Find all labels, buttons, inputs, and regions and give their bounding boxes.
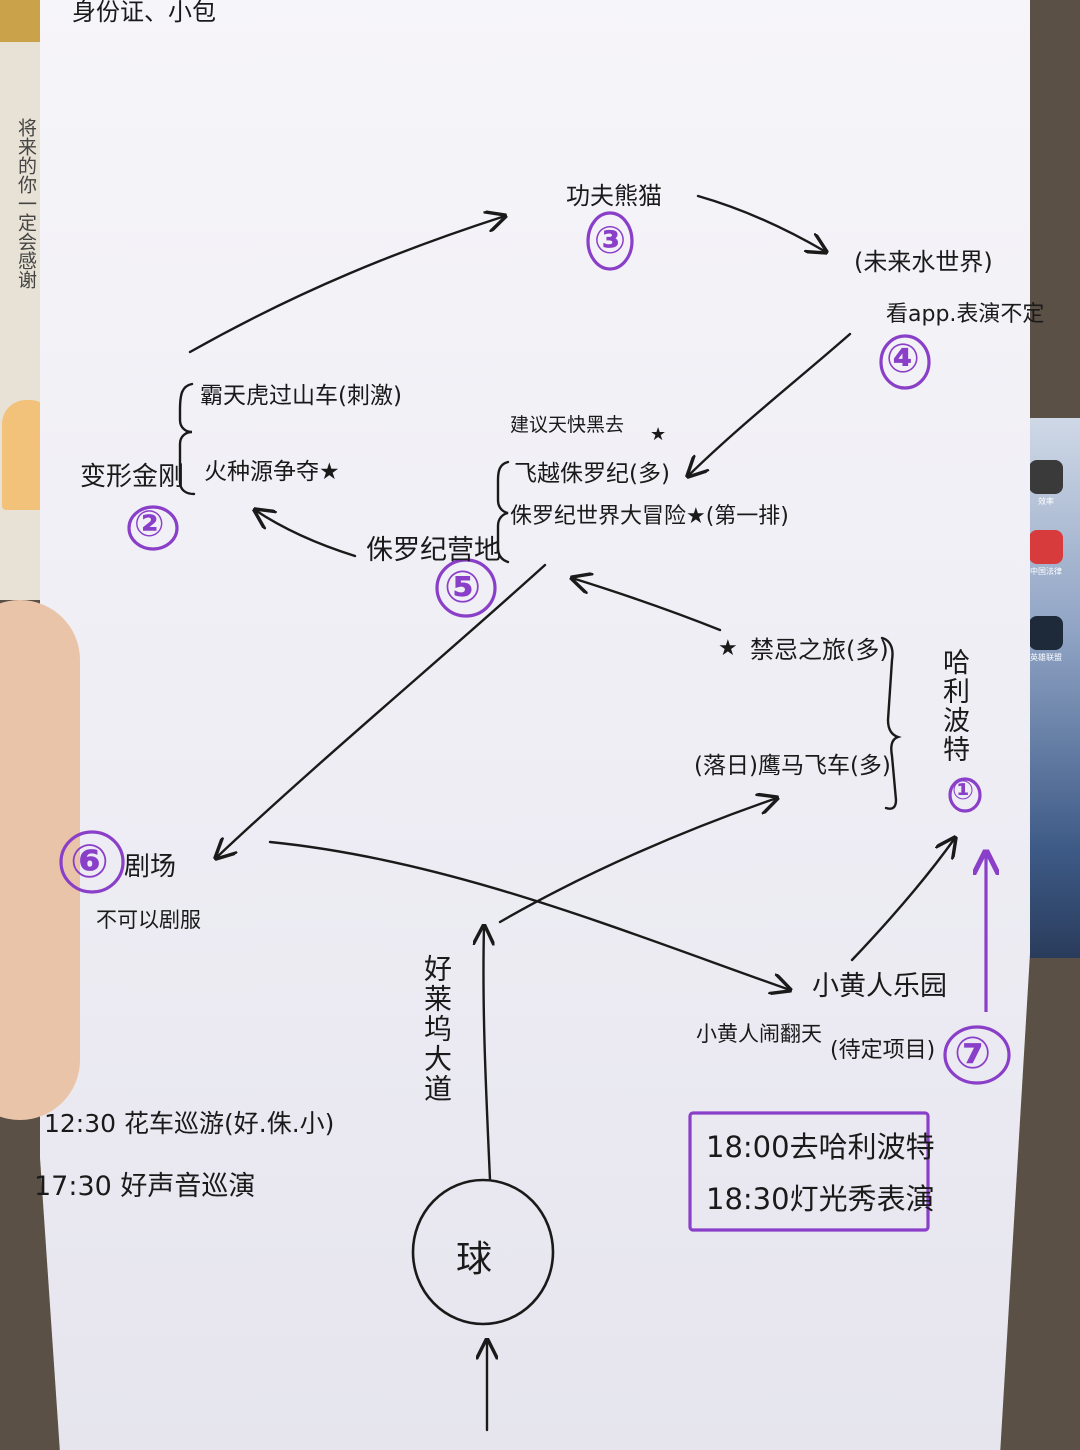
frame-caption: 将来的你一定会感谢 xyxy=(15,118,37,289)
brace-hp xyxy=(880,636,902,810)
parade-schedule: 12:30 花车巡游(好.侏.小) xyxy=(44,1109,335,1138)
node-transformers: 变形金刚 xyxy=(80,462,185,492)
circle-num-1 xyxy=(948,777,982,813)
ride-allspark: 火种源争夺★ xyxy=(204,459,340,485)
minion-pending: (待定项目) xyxy=(830,1038,936,1063)
node-minion-land: 小黄人乐园 xyxy=(812,971,947,1002)
top-note: 身份证、小包 xyxy=(72,0,216,26)
app-law-icon xyxy=(1029,530,1063,564)
voice-show-schedule: 17:30 好声音巡演 xyxy=(34,1171,256,1202)
ride-decepticoaster: 霸天虎过山车(刺激) xyxy=(200,383,402,409)
brace-transformers xyxy=(178,382,196,496)
app-efficiency: 效率 xyxy=(1028,460,1064,507)
hollywood-avenue: 好莱坞大道 xyxy=(420,954,453,1104)
node-kungfu-panda: 功夫熊猫 xyxy=(566,182,662,210)
arrow-4-to-5 xyxy=(688,332,852,476)
arrow-6-to-7 xyxy=(268,840,790,990)
ride-forbidden-journey: 禁忌之旅(多) xyxy=(750,636,889,664)
node-waterworld: (未来水世界) xyxy=(854,248,993,276)
lightshow-time: 18:30灯光秀表演 xyxy=(706,1182,935,1216)
node-2-number: ② xyxy=(134,504,165,545)
arrow-globe-up xyxy=(483,926,490,1182)
tablet-screen: 效率 中国法律 英雄联盟 xyxy=(1020,418,1080,958)
globe-label: 球 xyxy=(456,1239,493,1280)
node-1-number: ① xyxy=(952,776,975,806)
node-4-number: ④ xyxy=(886,336,920,382)
globe-circle xyxy=(411,1178,555,1326)
node-jurassic-camp: 侏罗纪营地 xyxy=(366,535,501,566)
paper-sheet xyxy=(40,0,1030,1450)
circle-num-4 xyxy=(879,334,931,390)
circle-num-5 xyxy=(435,558,497,618)
circle-num-7 xyxy=(943,1025,1011,1085)
circle-num-3 xyxy=(586,211,634,271)
node-5-number: ⑤ xyxy=(444,562,482,613)
arrow-hp-to-5 xyxy=(572,578,722,632)
star-mark: ★ xyxy=(650,424,667,445)
app-lol: 英雄联盟 xyxy=(1028,616,1064,663)
ride-flying-jurassic: 飞越侏罗纪(多) xyxy=(514,461,670,487)
minion-note: 小黄人闹翻天 xyxy=(696,1022,822,1046)
circle-num-2 xyxy=(127,505,179,551)
arrow-2-to-3 xyxy=(188,216,505,354)
schedule-box xyxy=(688,1111,930,1232)
node-theater: 剧场 xyxy=(124,852,177,882)
node-3-number: ③ xyxy=(594,218,627,262)
node-harry-potter: 哈利波特 xyxy=(938,648,969,764)
ride-jurassic-adventure: 侏罗纪世界大冒险★(第一排) xyxy=(510,504,789,529)
hp-time: 18:00去哈利波特 xyxy=(706,1130,935,1164)
ride-hippogriff: (落日)鹰马飞车(多) xyxy=(694,753,891,779)
app-law: 中国法律 xyxy=(1028,530,1064,577)
app-efficiency-icon xyxy=(1029,460,1063,494)
app-lol-icon xyxy=(1029,616,1063,650)
theater-note: 不可以剧服 xyxy=(96,908,201,932)
jurassic-tip: 建议天快黑去 xyxy=(510,414,625,436)
arrow-5-to-6 xyxy=(216,563,547,858)
arrow-3-to-4 xyxy=(696,194,826,252)
brace-jurassic xyxy=(496,460,510,564)
hand xyxy=(0,600,80,1120)
circle-num-6 xyxy=(59,830,125,894)
waterworld-note: 看app.表演不定 xyxy=(886,302,1045,327)
node-6-number: ⑥ xyxy=(70,834,109,888)
star-mark-hp: ★ xyxy=(718,636,738,661)
arrow-5-to-2 xyxy=(255,510,357,558)
node-7-number: ⑦ xyxy=(954,1028,992,1079)
arrow-7-to-1 xyxy=(850,838,955,962)
arrow-avenue-to-hp xyxy=(498,798,777,924)
